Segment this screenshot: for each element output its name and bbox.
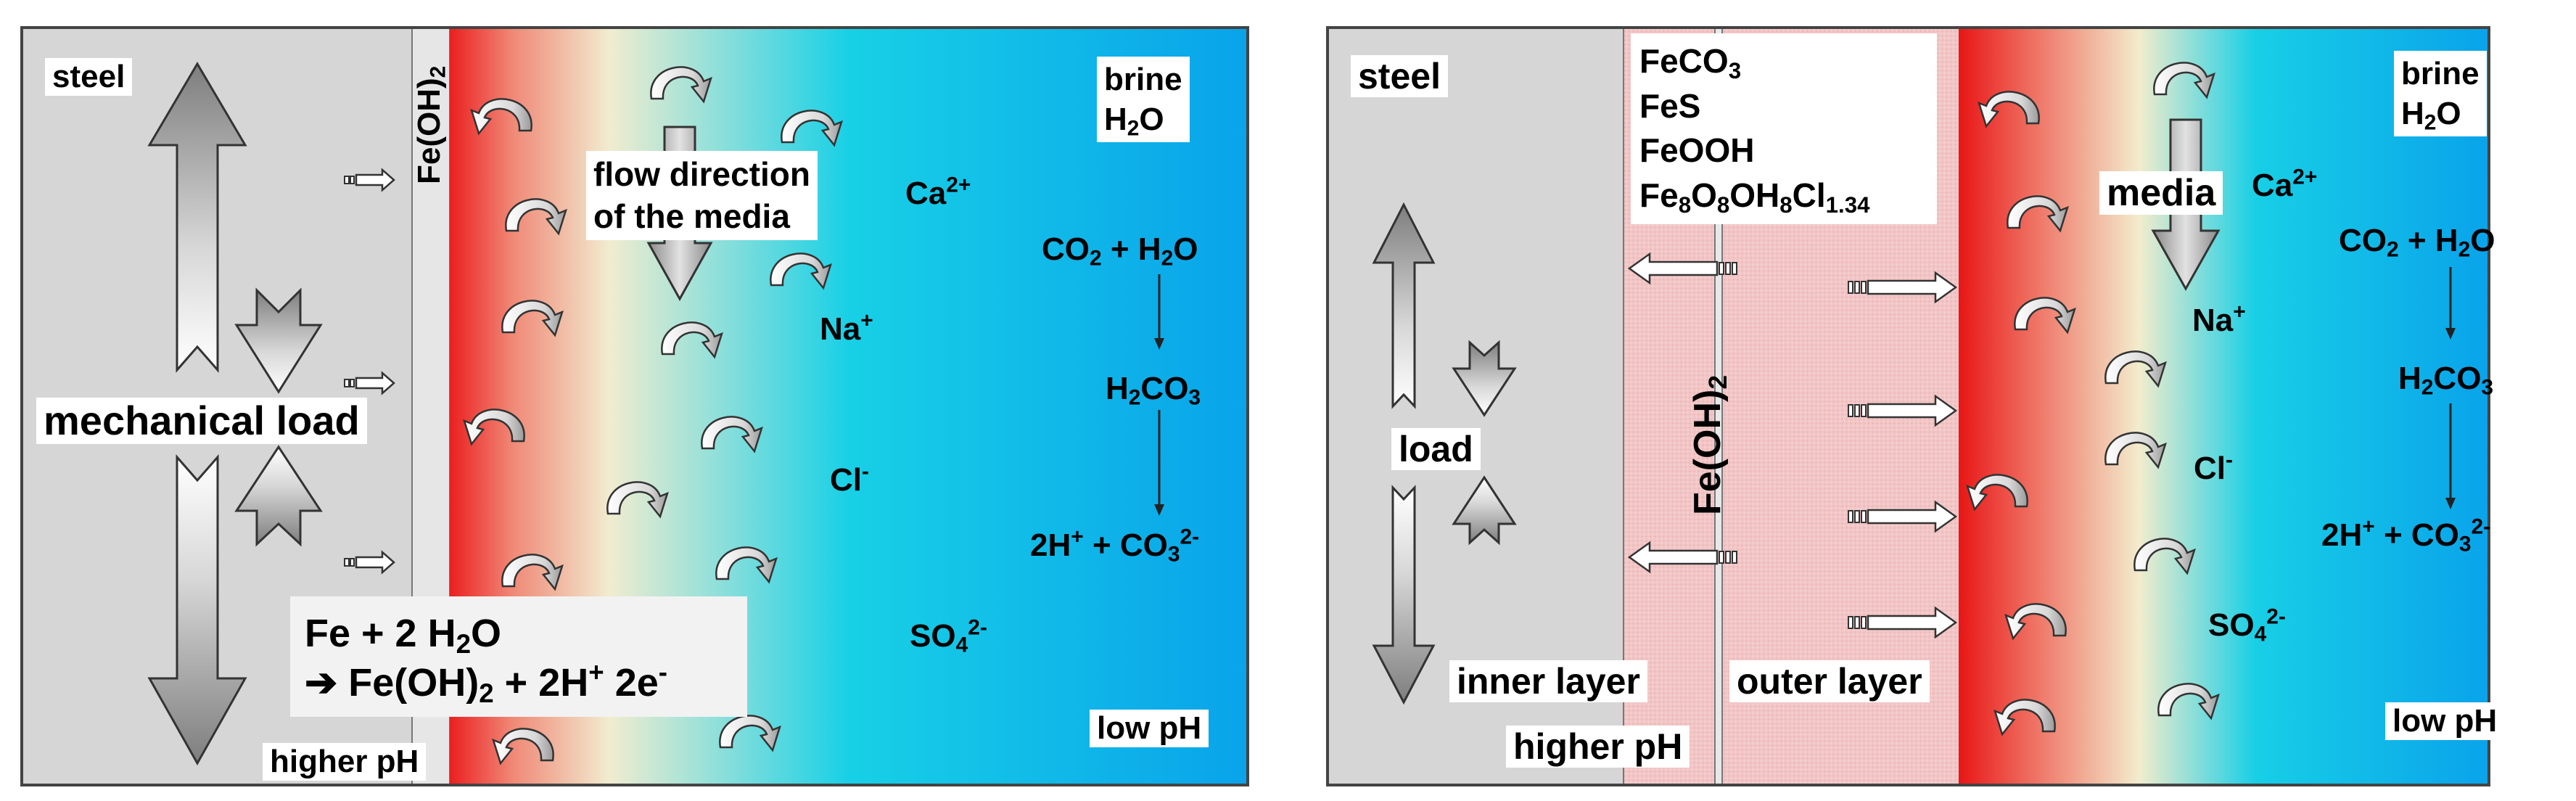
load-down-arrow-icon: [147, 454, 247, 766]
flow-direction-label: flow direction of the media: [586, 151, 818, 240]
right-higher-ph-label: higher pH: [1506, 726, 1690, 768]
right-sulfate-ion: SO42-: [2208, 604, 2286, 646]
left-steel-label: steel: [45, 58, 133, 96]
reaction-arrow-1-head: [1154, 338, 1164, 350]
reaction-arrow-icon: ➔: [305, 660, 338, 705]
right-sodium-ion: Na+: [2192, 300, 2246, 338]
left-higher-ph-label: higher pH: [263, 743, 427, 781]
load-up-arrow-icon: [147, 62, 247, 373]
left-brine-label: brine H2O: [1097, 57, 1190, 142]
load-compress-up-icon: [234, 445, 323, 547]
reaction-arrow-2-head: [1154, 504, 1164, 516]
left-reaction-products: 2H+ + CO32-: [1030, 525, 1200, 567]
mechanical-load-label: mechanical load: [36, 398, 367, 444]
right-brine-label: brine H2O: [2394, 51, 2487, 136]
load-compress-down-icon: [234, 287, 323, 394]
right-steel-region: [1328, 28, 1624, 785]
load-down-arrow-icon: [1372, 485, 1436, 705]
right-reaction-h2co3: H2CO3: [2398, 361, 2494, 400]
right-reaction-co2: CO2 + H2O: [2339, 223, 2495, 262]
right-calcium-ion: Ca2+: [2252, 165, 2318, 203]
left-reaction-co2: CO2 + H2O: [1042, 231, 1198, 271]
left-reaction-h2co3: H2CO3: [1106, 371, 1201, 410]
left-calcium-ion: Ca2+: [905, 173, 971, 211]
left-sodium-ion: Na+: [820, 308, 873, 347]
right-reaction-products: 2H+ + CO32-: [2321, 514, 2491, 556]
load-compress-up-icon: [1452, 475, 1517, 546]
corrosion-products-list: FeCO3 FeS FeOOH Fe8O8OH8Cl1.34: [1631, 33, 1937, 224]
load-compress-down-icon: [1452, 340, 1517, 417]
left-low-ph-label: low pH: [1090, 710, 1209, 747]
left-panel: [20, 26, 1249, 786]
load-up-arrow-icon: [1372, 202, 1436, 409]
right-panel-border: [1326, 26, 2490, 786]
anodic-reaction-box: Fe + 2 H2O ➔ Fe(OH)2 + 2H+ 2e-: [290, 596, 747, 717]
right-chloride-ion: Cl-: [2194, 448, 2233, 486]
right-media-gradient: [1959, 28, 2489, 785]
right-steel-label: steel: [1351, 55, 1448, 97]
left-chloride-ion: Cl-: [830, 459, 869, 498]
reaction-arrow-2-head: [2445, 498, 2456, 509]
left-sulfate-ion: SO42-: [910, 615, 987, 657]
reaction-arrow-1-head: [2445, 328, 2456, 340]
right-low-ph-label: low pH: [2385, 702, 2505, 740]
left-film-label: Fe(OH)2: [411, 65, 450, 184]
left-panel-border: [20, 26, 1249, 786]
outer-layer-label: outer layer: [1729, 660, 1930, 702]
right-film-label: Fe(OH)2: [1687, 375, 1732, 515]
right-load-label: load: [1391, 428, 1481, 470]
right-media-label: media: [2099, 171, 2223, 215]
inner-layer-label: inner layer: [1449, 660, 1647, 702]
